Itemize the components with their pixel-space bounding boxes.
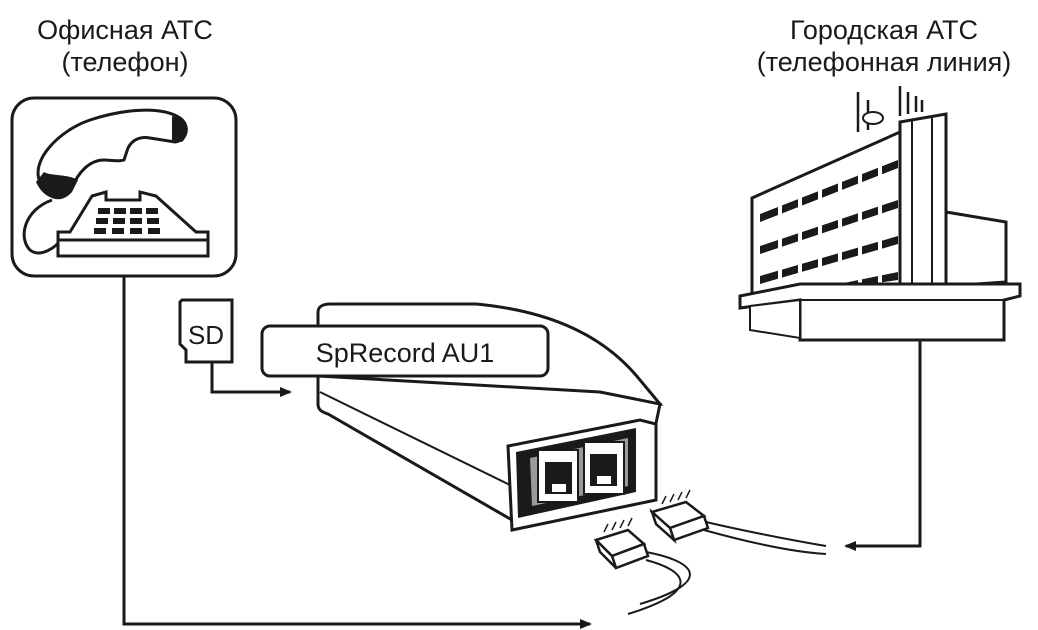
- office-line: [122, 276, 592, 629]
- sd-card-label: SD: [188, 320, 224, 350]
- device-name-label: SpRecord AU1: [316, 338, 495, 368]
- building-icon: [738, 86, 1022, 342]
- telephone-icon: [10, 96, 238, 278]
- city-exchange-title: Городская АТС: [790, 15, 978, 45]
- sd-card-icon: SD: [178, 298, 234, 364]
- recorder-device-icon: SpRecord AU1: [260, 302, 664, 532]
- office-pbx-label: Офисная АТС (телефон): [0, 14, 250, 78]
- city-line: [844, 340, 922, 551]
- city-exchange-subtitle: (телефонная линия): [756, 47, 1012, 77]
- office-pbx-subtitle: (телефон): [61, 47, 189, 77]
- office-pbx-title: Офисная АТС: [37, 15, 213, 45]
- rj11-plug-icon: [593, 489, 827, 615]
- city-exchange-label: Городская АТС (телефонная линия): [730, 14, 1038, 78]
- sd-card-line: [210, 362, 292, 397]
